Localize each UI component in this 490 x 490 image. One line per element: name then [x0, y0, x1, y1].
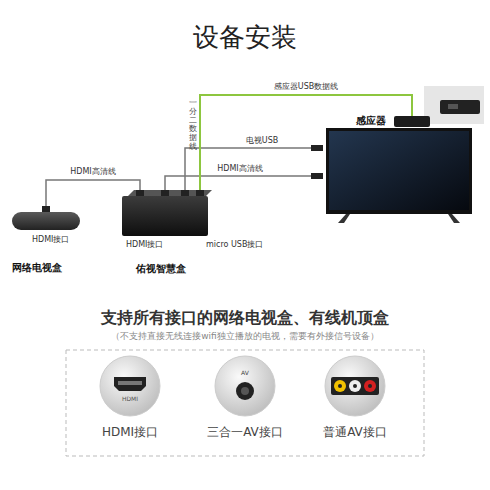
- usb-cable: [181, 145, 323, 197]
- node-text: 佑视智慧盒: [136, 263, 186, 276]
- cable-line: [200, 95, 412, 190]
- edge-label: HDMI高清线: [68, 166, 117, 177]
- label-text: HDMI接口: [102, 424, 158, 441]
- node-text: 网络电视盒: [12, 262, 62, 275]
- label-text: 普通AV接口: [323, 424, 387, 441]
- rca-icon: [325, 356, 385, 416]
- edge-label: 感应器USB数据线: [272, 81, 340, 92]
- node-text: HDMI接口: [126, 239, 163, 250]
- sensor-inset: [424, 86, 484, 124]
- page-title: 设备安装: [0, 20, 490, 55]
- label-text: （不支持直接无线连接wifi独立播放的电视，需要有外接信号设备）: [111, 330, 379, 343]
- label-text: 电视USB: [246, 135, 278, 146]
- tv-set: [326, 128, 472, 223]
- node-text: HDMI接口: [32, 234, 69, 245]
- label-text: 支持所有接口的网络电视盒、有线机顶盒: [101, 308, 389, 329]
- av-icon: [215, 356, 275, 416]
- dashed-panel: [66, 350, 424, 456]
- sensor-device: 感应器: [394, 116, 430, 127]
- node-text: 感应器: [356, 114, 386, 128]
- label-text: AV: [241, 369, 249, 376]
- label-text: HDMI高清线: [217, 163, 262, 174]
- label-text: 三合一AV接口: [207, 424, 283, 441]
- label-text: HDMI: [122, 395, 138, 402]
- tv-box-device: HDMI接口网络电视盒: [12, 212, 80, 230]
- smart-box-device: HDMI接口micro USB接口佑视智慧盒: [122, 196, 208, 236]
- hdmi-icon: [100, 356, 160, 416]
- node-text: micro USB接口: [206, 239, 263, 250]
- label-text: 一分二数据线: [189, 99, 197, 152]
